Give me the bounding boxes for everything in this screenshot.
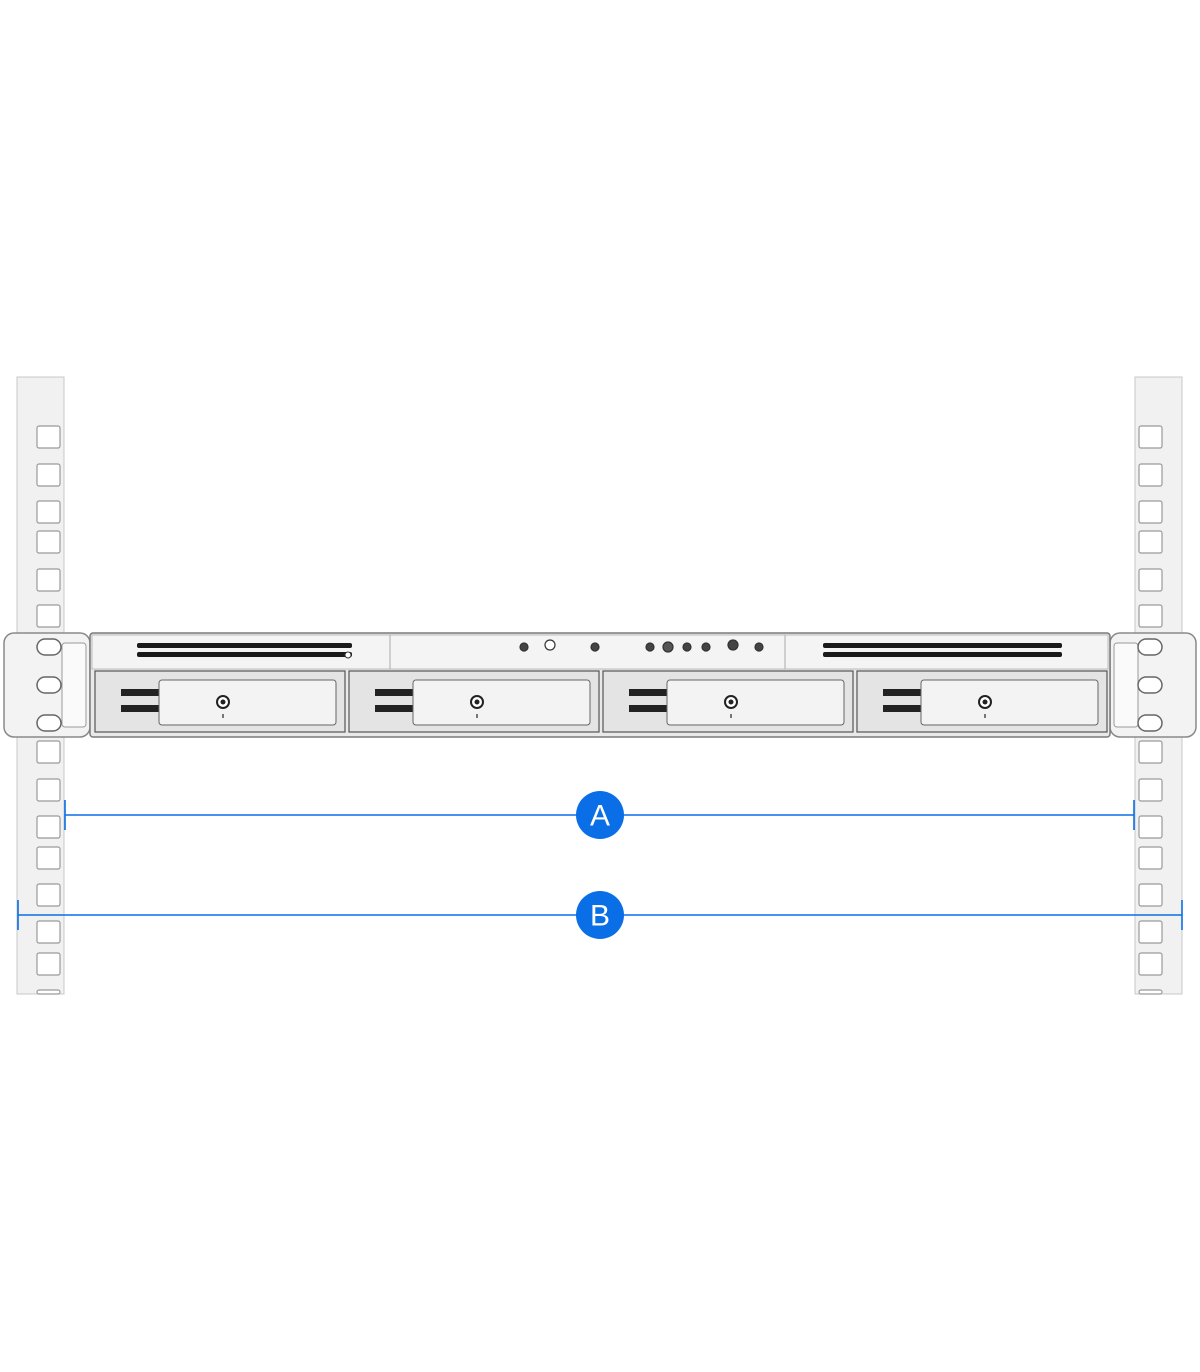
power-button xyxy=(544,639,556,651)
nas-device xyxy=(3,632,1197,738)
rail-hole xyxy=(36,883,61,907)
rail-hole xyxy=(1138,604,1163,628)
dimension-badge xyxy=(576,791,624,839)
rail-hole xyxy=(36,530,61,554)
tray-lock-keyhole xyxy=(728,699,734,705)
status-led xyxy=(344,651,352,659)
indicator-led xyxy=(662,641,674,653)
rail-hole xyxy=(36,952,61,976)
rail-hole xyxy=(36,846,61,870)
tray-grip xyxy=(883,689,921,696)
rail-hole xyxy=(1138,530,1163,554)
drive-bay-3 xyxy=(602,670,854,733)
tray-grip xyxy=(883,705,921,712)
rail-hole xyxy=(36,604,61,628)
tray-lock-keyhole xyxy=(220,699,226,705)
dimension-label: B xyxy=(590,900,610,933)
indicator-led xyxy=(590,642,600,652)
rail-hole xyxy=(36,425,61,449)
drive-bay-2 xyxy=(348,670,600,733)
indicator-led xyxy=(519,642,529,652)
ear-bracket xyxy=(1113,642,1139,728)
rail-hole xyxy=(36,920,61,944)
ear-screw-slot xyxy=(36,638,62,656)
dimension-b: B xyxy=(17,891,1183,939)
indicator-led xyxy=(727,639,739,651)
rail-hole xyxy=(36,568,61,592)
rail-hole xyxy=(1138,920,1163,944)
rail-hole xyxy=(1138,989,1163,995)
tray-grip xyxy=(121,705,159,712)
tray-grip xyxy=(629,689,667,696)
dimension-a: A xyxy=(64,791,1135,839)
ear-bracket xyxy=(61,642,87,728)
tray-handle xyxy=(920,679,1099,726)
tray-grip xyxy=(375,705,413,712)
rail-hole xyxy=(1138,500,1163,524)
ear-screw-slot xyxy=(36,714,62,732)
ear-screw-slot xyxy=(1137,714,1163,732)
tray-handle xyxy=(158,679,337,726)
rail-hole xyxy=(1138,952,1163,976)
rail-hole xyxy=(36,815,61,839)
tray-lock-keyhole xyxy=(982,699,988,705)
vent-slot xyxy=(823,643,1062,648)
tray-grip xyxy=(375,689,413,696)
vent-slot xyxy=(823,652,1062,657)
rail-hole xyxy=(1138,568,1163,592)
indicator-led xyxy=(682,642,692,652)
drive-bay-4 xyxy=(856,670,1108,733)
tray-led xyxy=(222,714,224,718)
right-mount-ear xyxy=(1109,632,1197,738)
indicator-led xyxy=(754,642,764,652)
tray-led xyxy=(984,714,986,718)
ear-screw-slot xyxy=(1137,638,1163,656)
ear-screw-slot xyxy=(36,676,62,694)
rail-hole xyxy=(36,778,61,802)
tray-led xyxy=(476,714,478,718)
rail-hole xyxy=(1138,425,1163,449)
rail-hole xyxy=(1138,740,1163,764)
tray-handle xyxy=(412,679,591,726)
rail-hole xyxy=(36,989,61,995)
vent-slot xyxy=(137,643,352,648)
tray-handle xyxy=(666,679,845,726)
indicator-led xyxy=(645,642,655,652)
vent-slot xyxy=(137,652,352,657)
rail-hole xyxy=(1138,778,1163,802)
dimension-badge xyxy=(576,891,624,939)
dimension-label: A xyxy=(590,800,610,833)
rail-hole xyxy=(1138,815,1163,839)
rail-hole xyxy=(36,463,61,487)
rail-hole xyxy=(1138,463,1163,487)
tray-lock-keyhole xyxy=(474,699,480,705)
tray-led xyxy=(730,714,732,718)
rail-hole xyxy=(36,740,61,764)
rail-hole xyxy=(1138,883,1163,907)
indicator-led xyxy=(701,642,711,652)
drive-bay-1 xyxy=(94,670,346,733)
tray-grip xyxy=(121,689,159,696)
ear-screw-slot xyxy=(1137,676,1163,694)
tray-grip xyxy=(629,705,667,712)
left-mount-ear xyxy=(3,632,91,738)
rail-hole xyxy=(1138,846,1163,870)
rail-hole xyxy=(36,500,61,524)
